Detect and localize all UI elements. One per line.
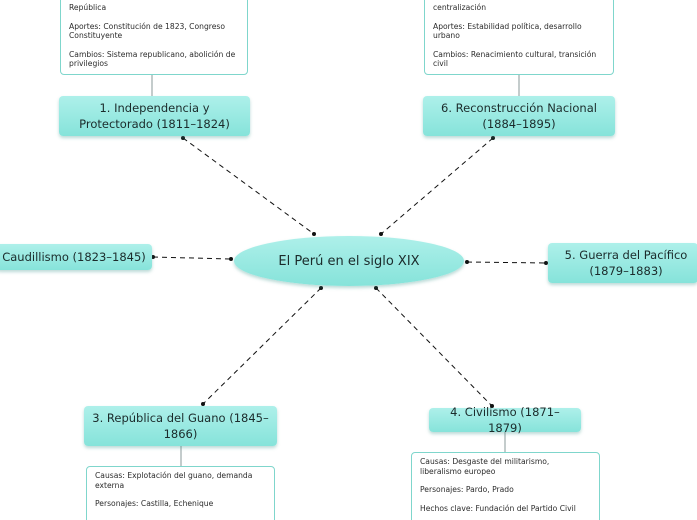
- note-value: Desgaste del militarismo, liberalismo eu…: [420, 457, 550, 476]
- note-causas: Causas: Explotación del guano, demanda e…: [95, 471, 266, 490]
- note-value: Constitución de 1823, Congreso Constituy…: [69, 21, 225, 41]
- note-partial-line: República: [69, 3, 107, 12]
- note-value: Sistema republicano, abolición de privil…: [69, 49, 236, 69]
- note-branch-4[interactable]: Causas: Desgaste del militarismo, libera…: [411, 452, 600, 520]
- note-key: Hechos clave:: [420, 503, 474, 513]
- note-key: Aportes:: [69, 21, 101, 31]
- note-cambios: Cambios: Renacimiento cultural, transici…: [433, 50, 605, 69]
- central-topic-label: El Perú en el siglo XIX: [278, 253, 420, 269]
- note-personajes: Personajes: Pardo, Prado: [420, 485, 591, 495]
- note-key: Causas:: [95, 471, 125, 480]
- note-hechos: Hechos clave: Fundación del Partido Civi…: [420, 504, 591, 514]
- dot-b5-center: [465, 260, 469, 264]
- central-topic[interactable]: El Perú en el siglo XIX: [234, 236, 464, 286]
- connector-b3: [202, 287, 322, 405]
- dot-b2-center: [229, 257, 233, 261]
- branch-label: 1. Independencia y Protectorado (1811–18…: [79, 101, 230, 131]
- note-cambios: Cambios: Sistema republicano, abolición …: [69, 50, 239, 69]
- note-key: Personajes:: [95, 499, 139, 508]
- dot-b2: [151, 255, 155, 259]
- note-causas: Causas: Desgaste del militarismo, libera…: [420, 457, 591, 476]
- note-key: Cambios:: [69, 49, 105, 59]
- dot-b6-center: [379, 232, 383, 236]
- note-value: Castilla, Echenique: [140, 499, 214, 508]
- branch-node-5[interactable]: 5. Guerra del Pacífico (1879–1883): [548, 243, 697, 283]
- branch-label: Caudillismo (1823–1845): [2, 250, 146, 264]
- connector-b5: [466, 261, 547, 264]
- note-key: Aportes:: [433, 21, 465, 31]
- connector-b1: [182, 137, 315, 235]
- dot-b4: [490, 404, 494, 408]
- note-value: Explotación del guano, demanda externa: [95, 471, 253, 490]
- dot-b4-center: [374, 286, 378, 290]
- branch-label: 3. República del Guano (1845–1866): [92, 411, 269, 441]
- note-key: Personajes:: [420, 485, 464, 494]
- branch-label: 6. Reconstrucción Nacional (1884–1895): [441, 101, 597, 131]
- note-value: Pardo, Prado: [465, 485, 514, 494]
- note-branch-6[interactable]: centralización Aportes: Estabilidad polí…: [424, 0, 614, 75]
- dot-b1: [181, 136, 185, 140]
- branch-node-2[interactable]: Caudillismo (1823–1845): [0, 244, 152, 270]
- dot-b1-center: [312, 232, 316, 236]
- branch-node-1[interactable]: 1. Independencia y Protectorado (1811–18…: [59, 96, 250, 136]
- note-aportes: Aportes: Estabilidad política, desarroll…: [433, 22, 605, 41]
- dot-b5: [544, 261, 548, 265]
- note-branch-3[interactable]: Causas: Explotación del guano, demanda e…: [86, 466, 275, 520]
- connector-b2: [152, 256, 232, 260]
- note-key: Cambios:: [433, 49, 469, 59]
- connector-b6: [380, 137, 494, 235]
- branch-label: 5. Guerra del Pacífico (1879–1883): [564, 248, 688, 278]
- branch-node-3[interactable]: 3. República del Guano (1845–1866): [84, 406, 277, 446]
- branch-node-4[interactable]: 4. Civilismo (1871–1879): [429, 405, 581, 435]
- branch-node-6[interactable]: 6. Reconstrucción Nacional (1884–1895): [423, 96, 615, 136]
- dot-b3-center: [319, 286, 323, 290]
- note-value: Fundación del Partido Civil: [475, 503, 576, 513]
- note-key: Causas:: [420, 457, 450, 466]
- note-personajes: Personajes: Castilla, Echenique: [95, 499, 266, 509]
- dot-b6: [491, 136, 495, 140]
- connector-b4: [375, 287, 493, 407]
- note-branch-1[interactable]: República Aportes: Constitución de 1823,…: [60, 0, 248, 75]
- note-aportes: Aportes: Constitución de 1823, Congreso …: [69, 22, 239, 41]
- note-value: Renacimiento cultural, transición civil: [433, 49, 597, 69]
- dot-b3: [201, 402, 205, 406]
- note-value: Estabilidad política, desarrollo urbano: [433, 21, 582, 41]
- note-partial-line: centralización: [433, 3, 487, 12]
- branch-label: 4. Civilismo (1871–1879): [450, 405, 560, 435]
